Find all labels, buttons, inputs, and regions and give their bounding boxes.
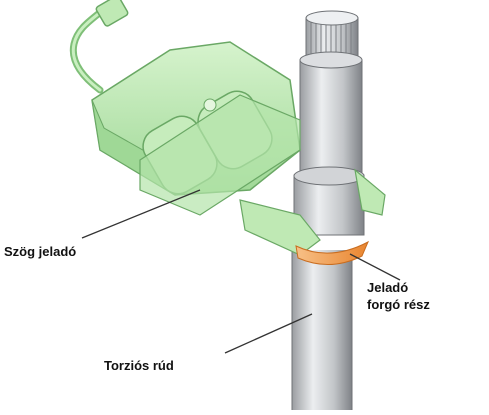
- angle-sensor-label: Szög jeladó: [4, 244, 77, 259]
- shaft-icon: [293, 10, 365, 236]
- torsion-rod-shape: [291, 250, 353, 410]
- rotor-part-label-line1: Jeladó: [367, 280, 409, 295]
- leader-line-rotor: [349, 253, 401, 281]
- leader-line-angle-sensor: [81, 189, 201, 239]
- leader-line-torsion-rod: [224, 313, 313, 354]
- rotor-part-label: Jeladó forgó rész: [367, 279, 430, 313]
- rotor-part-label-line2: forgó rész: [367, 297, 430, 312]
- torsion-rod-label: Torziós rúd: [104, 358, 174, 373]
- angle-sensor-housing: [91, 41, 386, 256]
- cable-icon: [69, 0, 129, 94]
- rotor-part-shape: [295, 240, 370, 266]
